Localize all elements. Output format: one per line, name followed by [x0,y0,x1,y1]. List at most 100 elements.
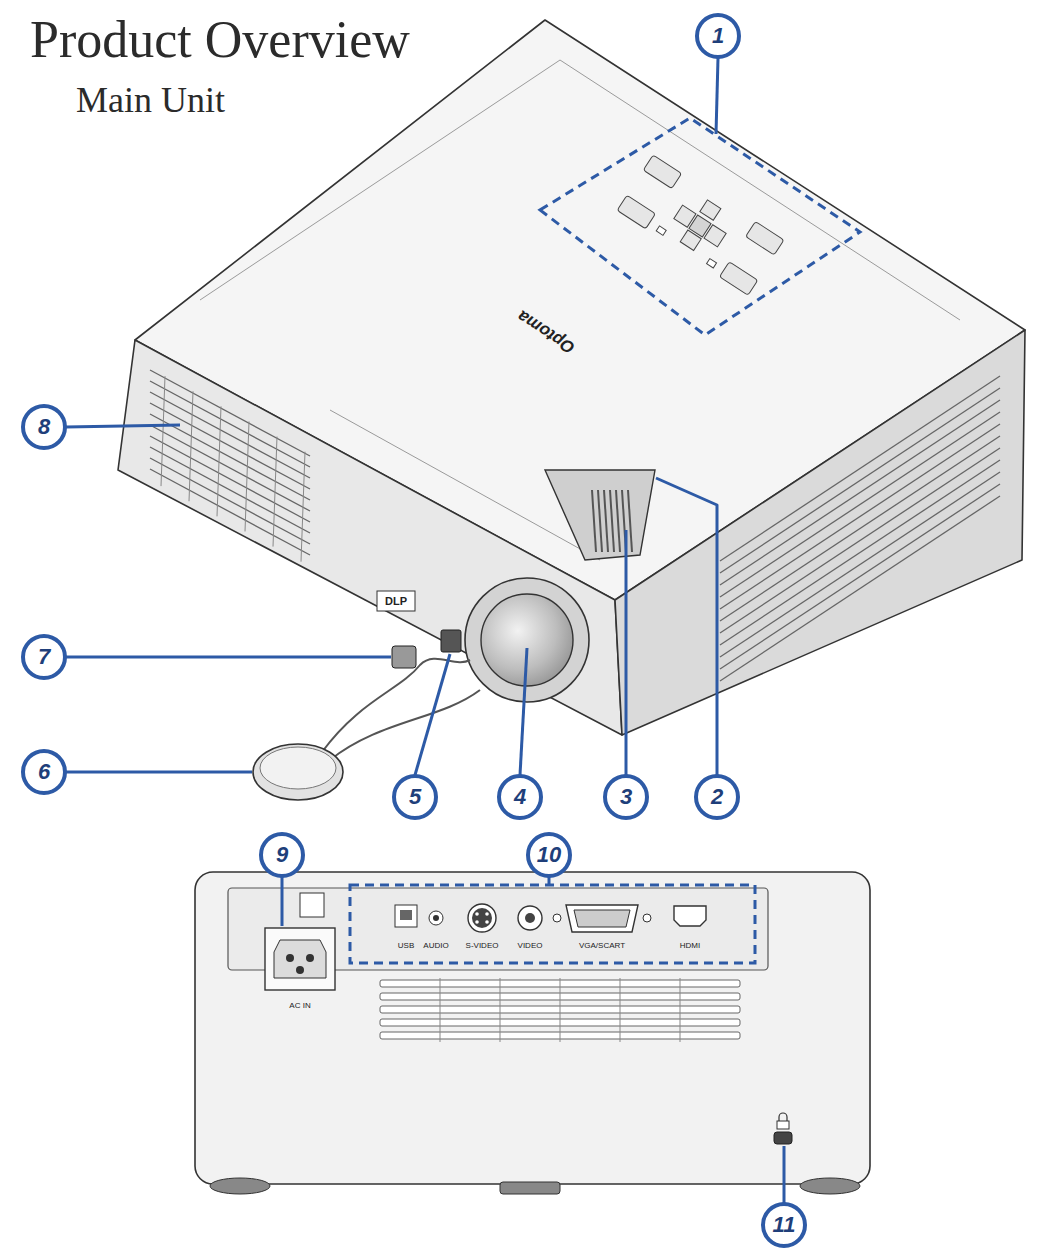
leader-line [625,530,628,775]
leader-line [66,656,391,659]
callout-circle: 4 [497,774,543,820]
callout-circle: 9 [259,832,305,878]
leader-line [66,58,784,1203]
callout-number: 2 [711,786,723,808]
vent-grille [720,388,1000,573]
port-label: USB [398,942,414,950]
leader-line [520,648,527,775]
vent-grille [720,496,1000,681]
connector-outline [350,885,755,963]
leader-line [716,58,718,134]
keypad-outline [540,118,860,335]
vent-grille [150,458,310,544]
vent-grille [720,412,1000,597]
connector-panel [566,905,638,932]
vent-grille [720,376,1000,561]
vent-grille [245,421,249,531]
ir-receiver [441,630,461,652]
vent-grille [273,437,277,547]
projector-body [615,330,1025,735]
vent-grille [150,403,310,489]
port-label: VGA/SCART [579,942,625,950]
connector-panel [485,920,489,924]
vent-grille [150,469,310,555]
callout-circle: 2 [694,774,740,820]
connector-panel [400,910,412,920]
vent-grille [720,484,1000,669]
leader-line [656,478,717,775]
callout-number: 7 [38,646,50,668]
callout-number: 4 [514,786,526,808]
keypad [689,215,711,237]
vent-grille [560,978,561,1042]
focus-ring [598,490,602,552]
focus-ring [616,490,620,552]
connector-panel [433,915,439,921]
connector-panel [395,905,417,927]
ir-window [300,893,324,917]
callout-circle: 7 [21,634,67,680]
focus-ring [592,490,596,552]
projector-body [118,340,622,735]
vent-grille [217,406,221,516]
dlp-logo: DLP [385,596,407,607]
connector-panel [395,904,706,932]
power-inlet [306,954,314,962]
vent-grille [150,447,310,533]
vent-grille [301,452,305,562]
vent-grille [720,448,1000,633]
vent-grille [620,978,621,1042]
subtitle: Main Unit [76,82,225,118]
connector-panel [472,908,492,928]
cap-cord [322,659,470,752]
leader-line [783,1146,786,1203]
keypad [643,155,681,189]
callout-circle: 11 [761,1202,807,1248]
callout-circle: 6 [21,749,67,795]
rear-body [500,1182,560,1194]
keypad [746,221,784,255]
connector-panel [674,906,706,926]
zoom-focus [545,470,655,560]
dlp-badge [377,591,415,611]
port-label: VIDEO [518,942,543,950]
keypad [700,200,721,220]
vent-grille [150,414,310,500]
callout-number: 6 [38,761,50,783]
vent-grille [680,978,681,1042]
callout-number: 10 [537,844,561,866]
connector-panel [475,920,479,924]
power-inlet [265,928,335,990]
vent-grille [720,400,1000,585]
port-label: S-VIDEO [466,942,499,950]
power-inlet [274,940,326,978]
port-label: AUDIO [423,942,448,950]
keypad [656,226,666,235]
rear-body [210,1178,270,1194]
connector-panel [518,906,542,930]
vent-grille [720,472,1000,657]
vent-grille [380,978,740,1042]
leader-line [415,654,450,775]
projector-body [118,20,1025,735]
power-inlet [286,954,294,962]
vent-grille [150,392,310,478]
callout-circle: 8 [21,404,67,450]
cap-cord [330,690,480,760]
callout-number: 5 [409,786,421,808]
callout-number: 3 [620,786,632,808]
leader-line [66,771,252,774]
lens-cap [260,747,336,789]
vent-grille [440,978,441,1042]
vent-grille [720,376,1000,681]
callout-circle: 5 [392,774,438,820]
vent-grille [161,376,165,486]
lens [465,578,589,702]
zoom-focus [545,470,655,560]
callout-number: 11 [773,1214,796,1236]
vent-grille [500,978,501,1042]
projector-body [200,60,960,320]
callout-number: 8 [38,416,50,438]
